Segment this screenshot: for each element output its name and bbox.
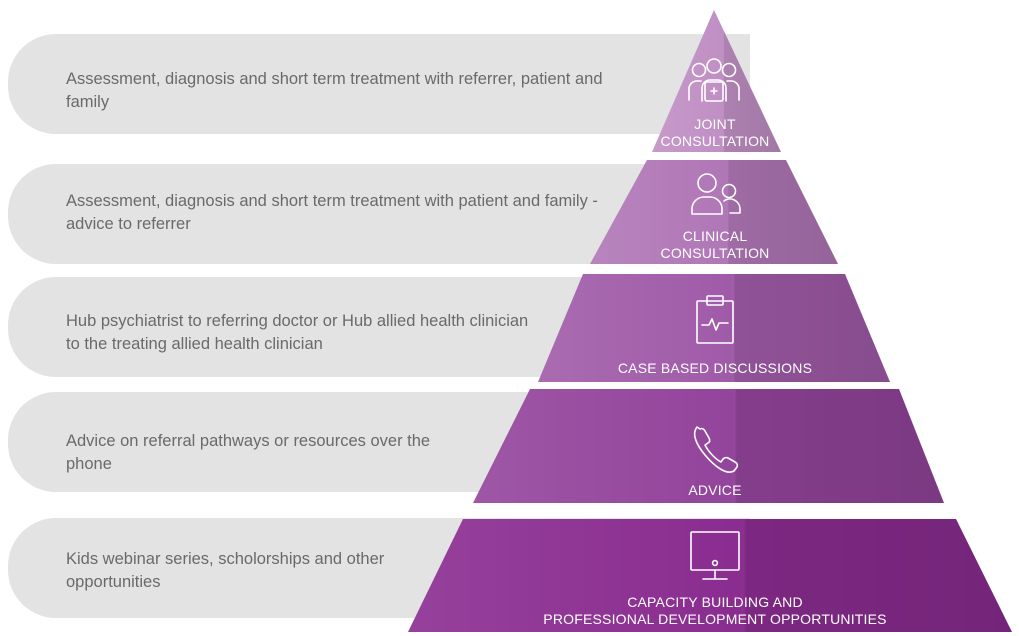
level-3-description: Hub psychiatrist to referring doctor or …	[66, 312, 529, 353]
level-1-description: Assessment, diagnosis and short term tre…	[66, 70, 603, 111]
level-5-label: CAPACITY BUILDING AND PROFESSIONAL DEVEL…	[500, 594, 930, 628]
clipboard-heartbeat-icon	[696, 295, 734, 344]
level-4-description: Advice on referral pathways or resources…	[66, 432, 431, 473]
level-5-label-line-1: CAPACITY BUILDING AND	[627, 594, 803, 610]
level-4-label-line-1: ADVICE	[688, 482, 742, 498]
level-2-label: CLINICAL CONSULTATION	[640, 228, 790, 262]
level-5-description: Kids webinar series, scholorships and ot…	[66, 550, 385, 591]
level-2-description: Assessment, diagnosis and short term tre…	[66, 192, 598, 233]
level-3-label: CASE BASED DISCUSSIONS	[590, 360, 840, 377]
group-with-clinician-icon	[688, 58, 740, 102]
level-1-label-line-2: CONSULTATION	[660, 133, 770, 149]
level-1-label-line-1: JOINT	[694, 116, 736, 132]
monitor-icon	[690, 531, 740, 580]
level-1-label: JOINT CONSULTATION	[640, 116, 790, 150]
level-3-label-line-1: CASE BASED DISCUSSIONS	[617, 360, 813, 376]
level-4-label: ADVICE	[615, 482, 815, 499]
level-2-label-line-1: CLINICAL	[682, 228, 748, 244]
level-2-label-line-2: CONSULTATION	[660, 245, 770, 261]
phone-icon	[693, 426, 739, 473]
level-5-label-line-2: PROFESSIONAL DEVELOPMENT OPPORTUNITIES	[543, 611, 887, 627]
two-people-icon	[691, 173, 741, 215]
level-1-row	[8, 34, 750, 134]
